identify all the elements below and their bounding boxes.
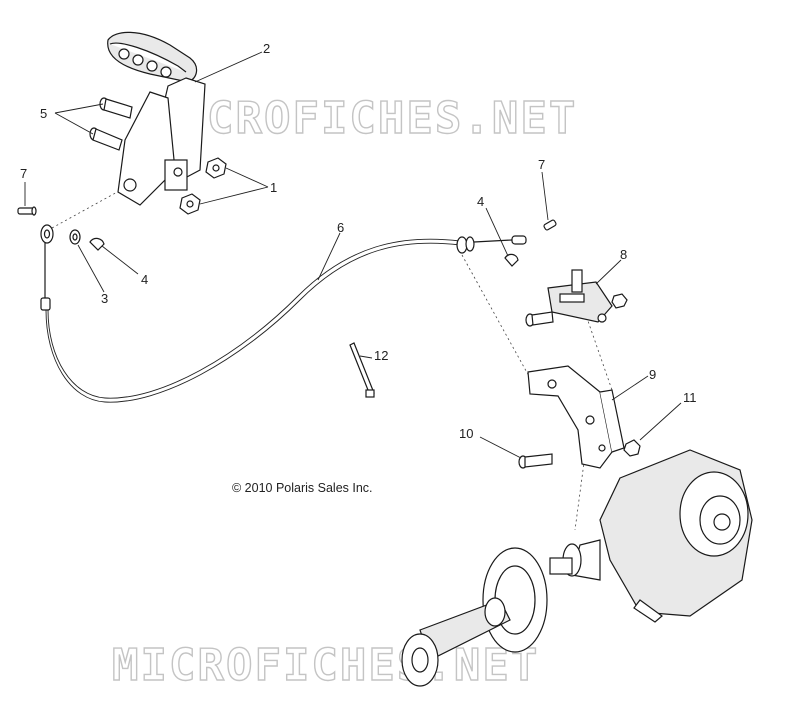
callout-11: 11 <box>683 390 697 405</box>
callout-10: 10 <box>459 426 473 441</box>
nut-11 <box>623 439 641 457</box>
callout-7-left: 7 <box>20 166 27 181</box>
nut-1-upper <box>205 157 227 179</box>
nut-1-lower <box>179 193 201 215</box>
callout-4-right: 4 <box>477 194 484 209</box>
brake-caliper <box>547 269 613 323</box>
leader-lines <box>24 51 682 459</box>
nut-caliper <box>611 293 628 309</box>
callout-2: 2 <box>263 41 270 56</box>
brake-disc-driveshaft <box>401 547 548 687</box>
callout-1: 1 <box>270 180 277 195</box>
bolt-5-upper <box>99 97 133 119</box>
callout-12: 12 <box>374 348 388 363</box>
watermark-bottom: MICROFICHES.NET <box>112 640 539 691</box>
callout-8: 8 <box>620 247 627 262</box>
callout-6: 6 <box>337 220 344 235</box>
alignment-lines <box>51 184 613 531</box>
watermark-top: MICROFICHES.NET <box>150 93 577 144</box>
pin-7-left <box>17 206 37 216</box>
bolt-5-lower <box>89 127 123 151</box>
callout-4-left: 4 <box>141 272 148 287</box>
bolt-10 <box>518 453 553 469</box>
copyright-text: © 2010 Polaris Sales Inc. <box>232 481 373 495</box>
callout-9: 9 <box>649 367 656 382</box>
bolt-caliper <box>525 311 554 327</box>
callout-7-right: 7 <box>538 157 545 172</box>
transmission <box>549 449 753 623</box>
cable-tie-12 <box>349 342 375 398</box>
clip-4-right <box>504 253 519 267</box>
callout-5: 5 <box>40 106 47 121</box>
callout-3: 3 <box>101 291 108 306</box>
clip-4-left <box>89 237 105 251</box>
park-brake-handle <box>107 31 206 206</box>
brake-cable <box>40 224 527 403</box>
pin-7-right <box>543 219 557 231</box>
mounting-bracket <box>527 365 625 469</box>
